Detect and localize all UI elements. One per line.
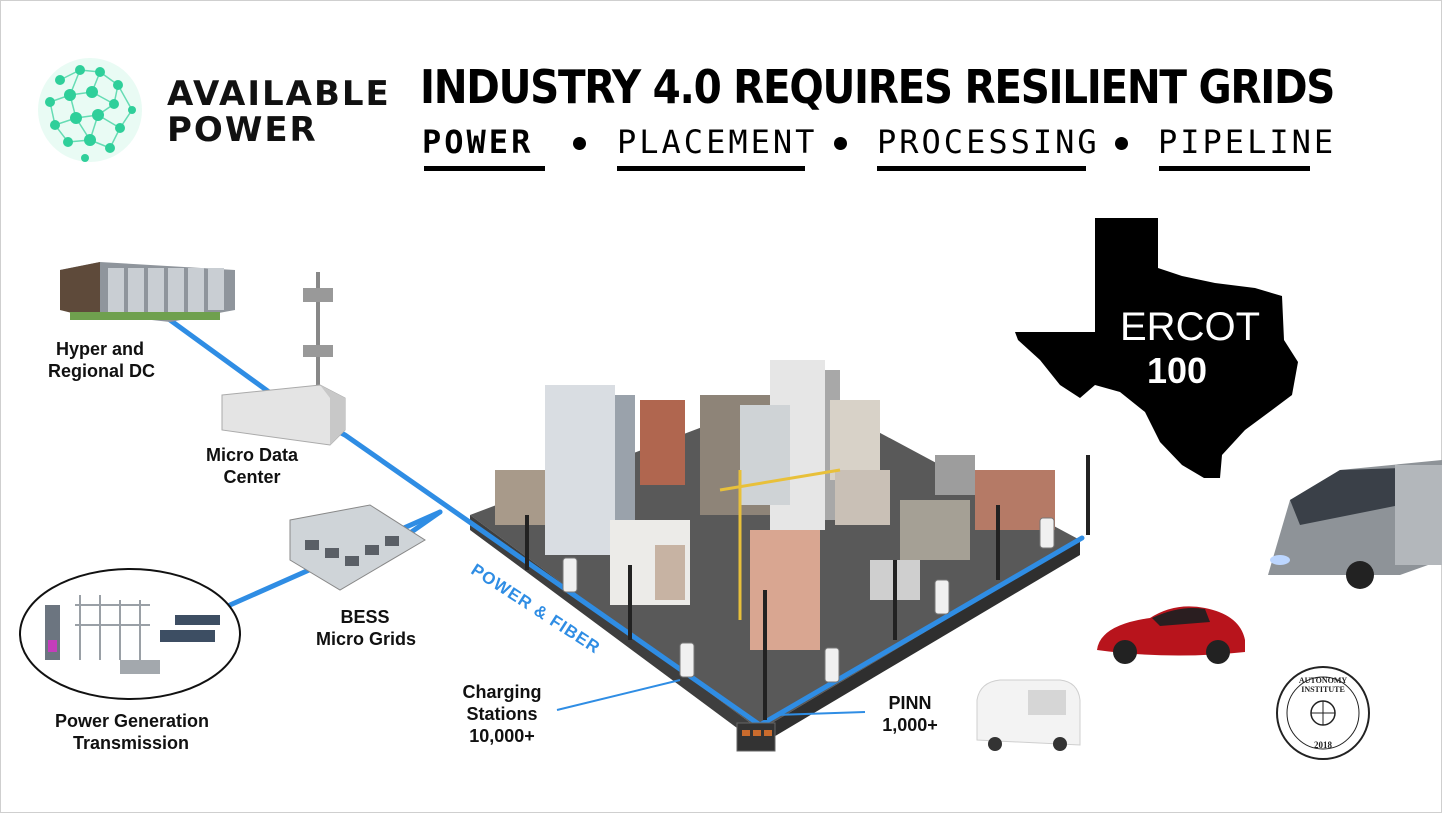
ercot-name: ERCOT [1120, 305, 1260, 349]
bess-micro-grid [289, 504, 426, 591]
texas-map [1015, 218, 1298, 478]
autonomous-pod-image [976, 679, 1081, 751]
power-plant-graphic [45, 595, 220, 674]
pillar-power-underline [424, 166, 545, 171]
brand-line1: AVAILABLE [167, 74, 391, 114]
pillar-separator [573, 137, 586, 150]
pillar-placement: PLACEMENT [617, 123, 818, 161]
brand-globe-icon [38, 58, 142, 162]
label-bess: BESS Micro Grids [316, 607, 417, 649]
page-title: INDUSTRY 4.0 REQUIRES RESILIENT GRIDS [420, 60, 1335, 114]
pillar-pipeline: PIPELINE [1158, 123, 1337, 161]
pinn-cabinet [736, 722, 776, 752]
pillar-processing-underline [877, 166, 1086, 171]
brand-wordmark: AVAILABLE POWER [167, 76, 391, 148]
label-micro-dc: Micro Data Center [206, 445, 299, 487]
pillar-separator [834, 137, 847, 150]
brand-line2: POWER [167, 110, 318, 150]
callout-lines [556, 679, 866, 716]
autonomy-institute-seal [1276, 666, 1370, 760]
red-car-image [1097, 606, 1245, 664]
charging-stations [562, 517, 1055, 683]
pillar-processing: PROCESSING [877, 123, 1100, 161]
label-hyper-dc: Hyper and Regional DC [48, 339, 156, 381]
ercot-value: 100 [1147, 350, 1208, 391]
pillar-power: POWER [422, 123, 534, 161]
hyper-dc-building [60, 262, 235, 322]
label-power-generation: Power Generation Transmission [55, 711, 210, 753]
pillar-separator [1115, 137, 1128, 150]
pinn-poles [525, 455, 1090, 720]
semi-truck-image [1268, 460, 1442, 589]
micro-dc-tower [221, 272, 346, 446]
pillar-pipeline-underline [1159, 166, 1310, 171]
city-buildings [495, 360, 1055, 650]
label-charging-stations: Charging Stations 10,000+ [462, 682, 542, 746]
power-generation-frame [19, 568, 241, 700]
pillar-placement-underline [617, 166, 805, 171]
seal-title: AUTONOMY INSTITUTE [1298, 676, 1348, 694]
seal-year: 2018 [1314, 740, 1332, 750]
label-pinn: PINN 1,000+ [882, 693, 938, 735]
